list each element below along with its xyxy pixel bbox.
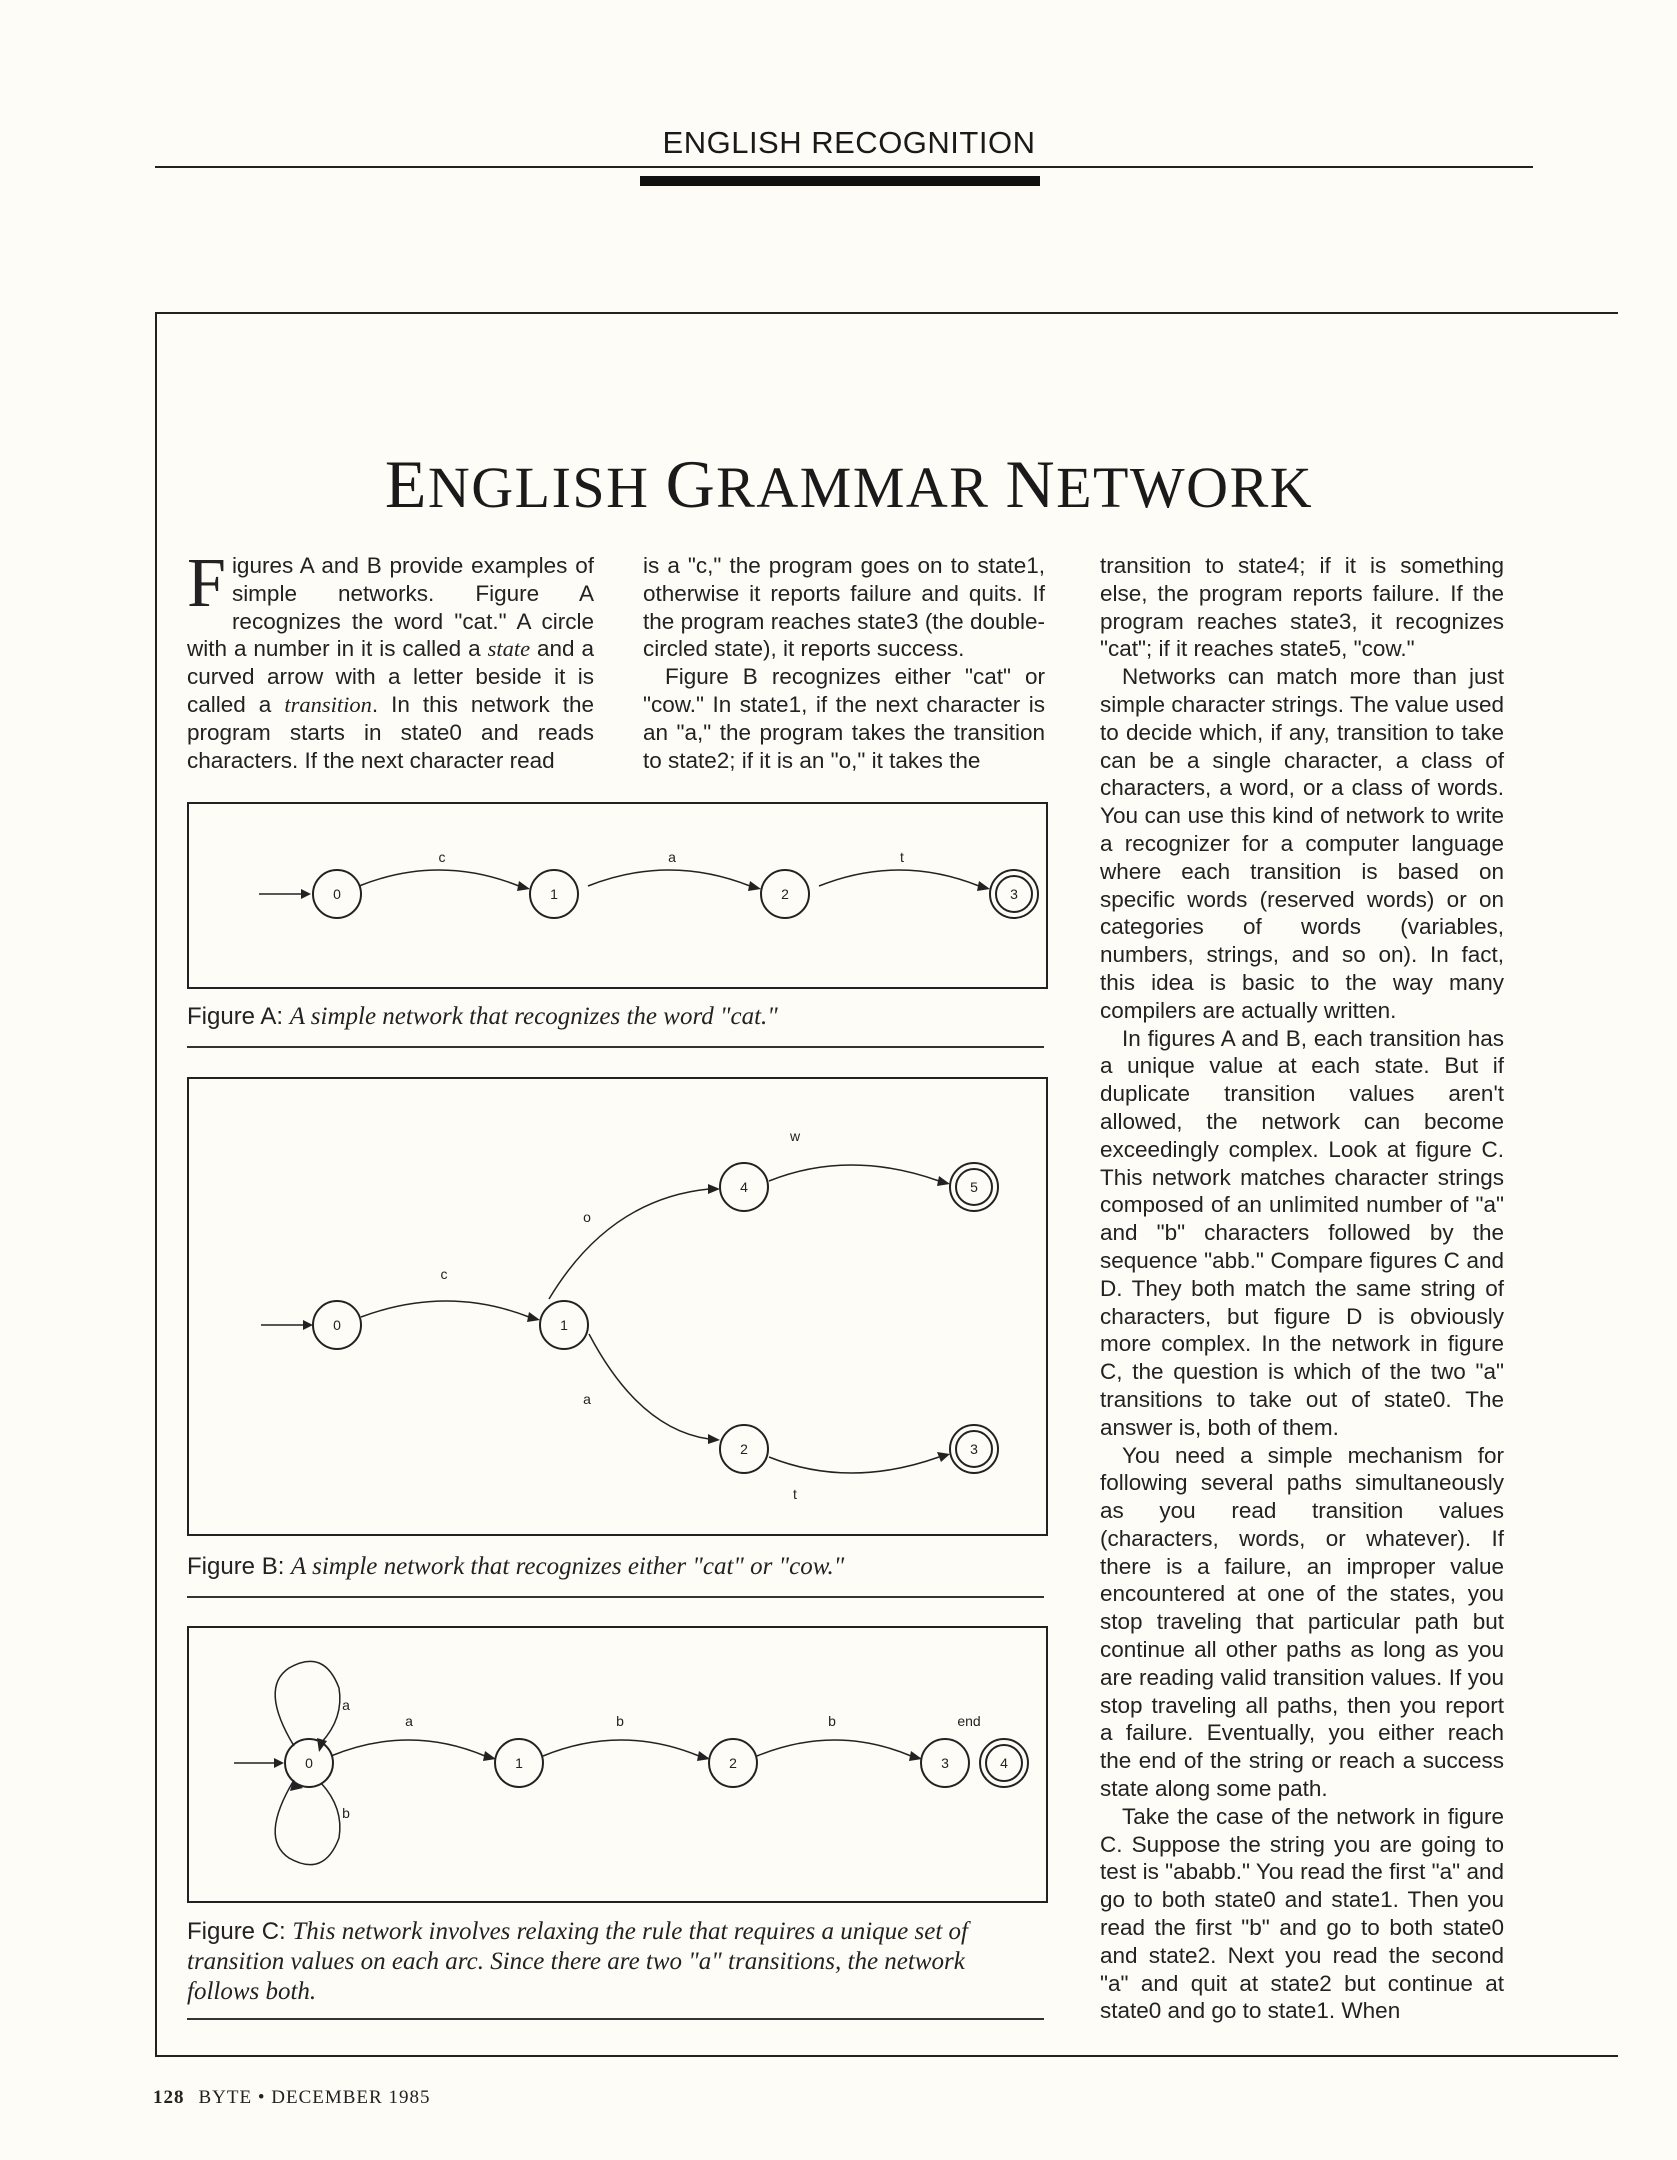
state-node: 4 [719,1162,769,1212]
transition-label: a [668,849,676,865]
page-number: 128 [153,2087,185,2108]
accept-state-node: 5 [949,1162,999,1212]
accept-state-node: 3 [949,1424,999,1474]
transition-label: end [957,1713,980,1729]
transition-label: o [583,1209,591,1225]
text-column-3: transition to state4; if it is something… [1100,552,1504,2025]
state-node: 1 [494,1738,544,1788]
sidebar-title: ENGLISH GRAMMAR NETWORK [384,446,1314,522]
state-node: 1 [539,1300,589,1350]
caption-rule [187,2018,1044,2020]
svg-text:0: 0 [305,1755,313,1771]
sidebar-border-bottom [155,2055,1618,2057]
accept-state-node: 3 [989,869,1039,919]
header-rule [155,166,1533,168]
term-state: state [487,636,531,662]
state-node: 2 [760,869,810,919]
svg-text:4: 4 [1000,1755,1008,1771]
svg-text:1: 1 [515,1755,523,1771]
transition-label: a [583,1391,591,1407]
transition-label: c [441,1266,448,1282]
svg-text:5: 5 [970,1179,978,1195]
figure-b-caption: Figure B: A simple network that recogniz… [187,1552,1044,1582]
caption-label: Figure C: [187,1918,286,1945]
figure-a-caption: Figure A: A simple network that recogniz… [187,1002,1044,1032]
figure-c-svg: a a b b b end 0 1 2 3 4 [234,1660,1029,1866]
footer-text: BYTE • DECEMBER 1985 [198,2087,431,2108]
svg-text:4: 4 [740,1179,748,1195]
figure-b-svg: c o a w t 0 1 2 3 4 5 [261,1128,999,1502]
caption-text: A simple network that recognizes either … [291,1553,845,1580]
state-node: 0 [284,1738,334,1788]
text-run: and a curved arrow with a letter beside … [187,636,594,717]
transition-label: a [342,1697,350,1713]
svg-text:0: 0 [333,1317,341,1333]
svg-text:2: 2 [781,886,789,902]
svg-text:3: 3 [970,1441,978,1457]
svg-text:1: 1 [560,1317,568,1333]
state-node: 1 [529,869,579,919]
paragraph: is a "c," the program goes on to state1,… [643,553,1045,662]
caption-rule [187,1046,1044,1048]
svg-text:3: 3 [941,1755,949,1771]
caption-label: Figure B: [187,1553,285,1580]
figure-c-caption: Figure C: This network involves relaxing… [187,1917,1007,2007]
svg-text:2: 2 [729,1755,737,1771]
figure-c-diagram: a a b b b end 0 1 2 3 4 [187,1626,1048,1903]
paragraph: You need a simple mechanism for followin… [1100,1442,1504,1802]
svg-text:3: 3 [1010,886,1018,902]
caption-label: Figure A: [187,1003,284,1030]
transition-label: b [828,1713,836,1729]
transition-label: c [439,849,446,865]
accept-state-node: 4 [979,1738,1029,1788]
term-transition: transition [284,691,372,717]
state-node: 3 [920,1738,970,1788]
transition-label: t [900,849,904,865]
transition-label: b [342,1805,350,1821]
svg-text:1: 1 [550,886,558,902]
paragraph: In figures A and B, each transition has … [1100,1025,1504,1440]
svg-text:2: 2 [740,1441,748,1457]
paragraph: transition to state4; if it is something… [1100,553,1504,662]
transition-label: t [793,1486,797,1502]
page-footer: 128 BYTE • DECEMBER 1985 [153,2087,430,2109]
figure-a-diagram: c a t 0 1 2 3 [187,802,1048,989]
caption-text: This network involves relaxing the rule … [187,1918,968,2005]
figure-a-svg: c a t 0 1 2 3 [259,849,1039,919]
caption-text: A simple network that recognizes the wor… [289,1003,778,1030]
state-node: 2 [708,1738,758,1788]
state-node: 2 [719,1424,769,1474]
paragraph: Networks can match more than just simple… [1100,664,1504,1023]
state-node: 0 [312,869,362,919]
header-accent-bar [640,176,1040,186]
running-header: ENGLISH RECOGNITION [662,125,1036,160]
paragraph: Take the case of the network in figure C… [1100,1803,1504,2024]
figure-b-diagram: c o a w t 0 1 2 3 4 5 [187,1077,1048,1536]
transition-label: w [789,1128,801,1144]
sidebar-border-left [155,312,157,2057]
drop-cap: F [187,545,226,622]
paragraph: Figure B recognizes either "cat" or "cow… [643,664,1045,773]
text-column-2: is a "c," the program goes on to state1,… [643,552,1045,774]
caption-rule [187,1596,1044,1598]
transition-label: a [405,1713,413,1729]
sidebar-border-top [155,312,1618,314]
svg-text:0: 0 [333,886,341,902]
state-node: 0 [312,1300,362,1350]
text-run: igures A and B provide examples of simpl… [187,553,594,662]
transition-label: b [616,1713,624,1729]
text-run: . In this network the program starts in … [187,691,594,773]
